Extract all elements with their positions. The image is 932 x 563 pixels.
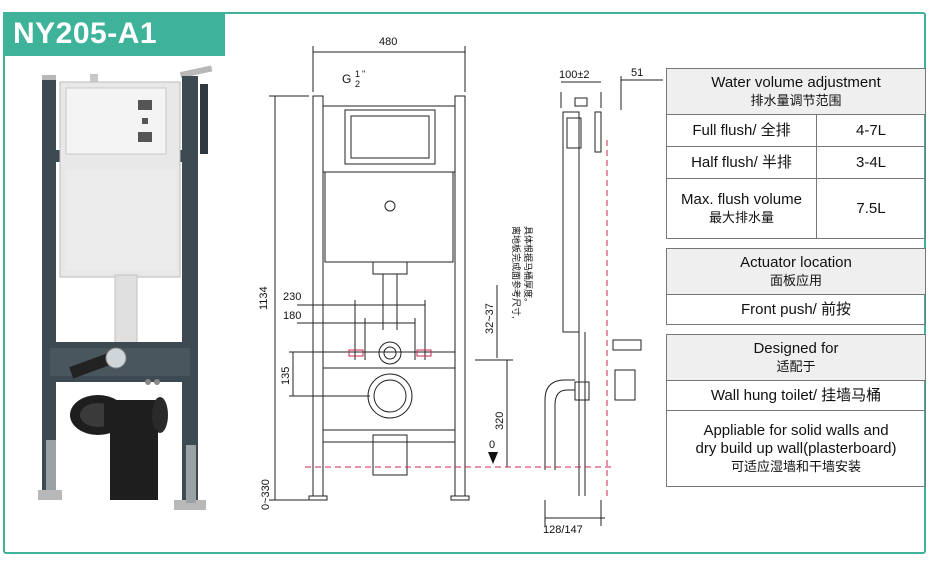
half-flush-value: 3-4L (816, 146, 926, 179)
dim-1134: 1134 (258, 286, 270, 310)
dim-32-37: 32~37 (484, 303, 496, 334)
svg-text:": " (362, 69, 365, 79)
max-flush-value: 7.5L (816, 178, 926, 239)
max-flush-label: Max. flush volume (681, 190, 802, 208)
dim-128-147: 128/147 (543, 524, 583, 536)
actuator-value: Front push/ 前按 (666, 294, 926, 325)
model-title: NY205-A1 (3, 12, 225, 56)
dim-0-330: 0~330 (260, 479, 272, 510)
dim-320: 320 (494, 412, 506, 430)
actuator-title-zh: 面板应用 (769, 272, 822, 288)
full-flush-label: Full flush/ 全排 (666, 114, 817, 147)
appliable-line-1: Appliable for solid walls and (703, 421, 889, 439)
dim-135: 135 (280, 367, 292, 385)
full-flush-value: 4-7L (816, 114, 926, 147)
note-line-1: 离地板完成面参考尺寸, (511, 226, 522, 319)
dim-180: 180 (283, 310, 301, 322)
designed-title-zh: 适配于 (776, 358, 816, 374)
svg-text:2: 2 (355, 79, 360, 89)
appliable-zh: 可适应湿墙和干墙安装 (730, 458, 861, 474)
half-flush-label: Half flush/ 半排 (666, 146, 817, 179)
actuator-title: Actuator location (740, 253, 852, 271)
water-volume-title: Water volume adjustment (711, 73, 881, 91)
technical-drawing: 480 G 1 2 " 1134 230 180 135 32~37 320 0… (258, 36, 663, 536)
designed-value: Wall hung toilet/ 挂墙马桶 (666, 380, 926, 411)
dim-230: 230 (283, 291, 301, 303)
product-photo (38, 65, 213, 510)
designed-title: Designed for (753, 339, 839, 357)
water-volume-title-zh: 排水量调节范围 (750, 92, 842, 108)
appliable-line-2: dry build up wall(plasterboard) (695, 439, 897, 457)
dim-100: 100±2 (559, 69, 590, 81)
pipe-label: G (342, 72, 351, 86)
dim-0: 0 (489, 439, 495, 451)
note-line-2: 具体根据马桶厚度。 (523, 226, 534, 307)
svg-text:1: 1 (355, 69, 360, 79)
max-flush-label-zh: 最大排水量 (708, 209, 774, 225)
dim-51: 51 (631, 67, 643, 79)
dim-480: 480 (379, 36, 397, 48)
